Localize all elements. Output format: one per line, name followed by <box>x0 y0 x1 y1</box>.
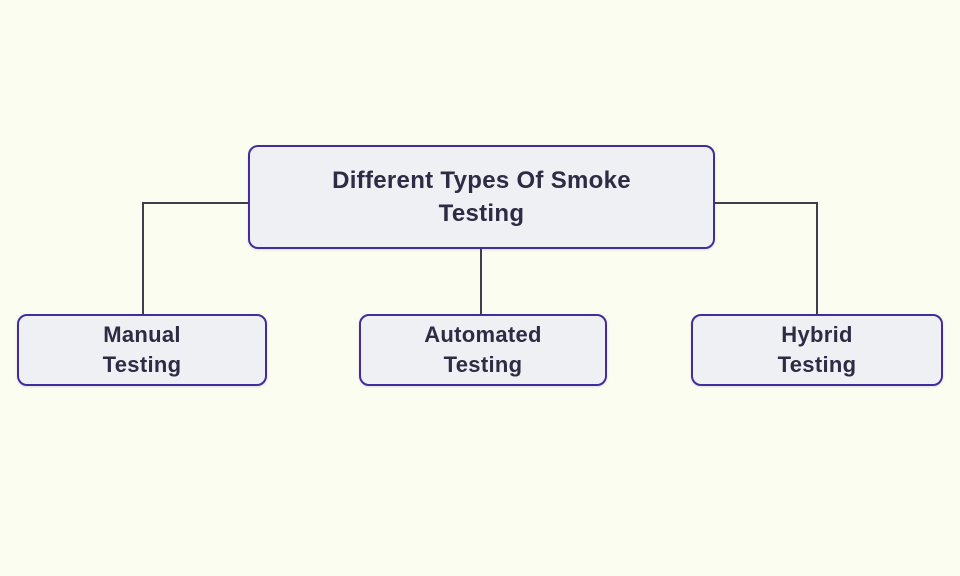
node-automated-label: Automated Testing <box>424 321 542 377</box>
node-root-label: Different Types Of Smoke Testing <box>332 166 631 227</box>
node-root-smoke-testing: Different Types Of Smoke Testing <box>248 145 715 249</box>
connector-right-vertical <box>816 202 818 315</box>
connector-middle-vertical <box>480 249 482 315</box>
node-manual-testing: Manual Testing <box>17 314 267 386</box>
node-hybrid-testing: Hybrid Testing <box>691 314 943 386</box>
node-automated-testing: Automated Testing <box>359 314 607 386</box>
node-manual-label: Manual Testing <box>102 321 182 377</box>
connector-right-horizontal <box>715 202 818 204</box>
connector-left-horizontal <box>142 202 248 204</box>
node-hybrid-label: Hybrid Testing <box>777 321 857 377</box>
connector-left-vertical <box>142 202 144 315</box>
